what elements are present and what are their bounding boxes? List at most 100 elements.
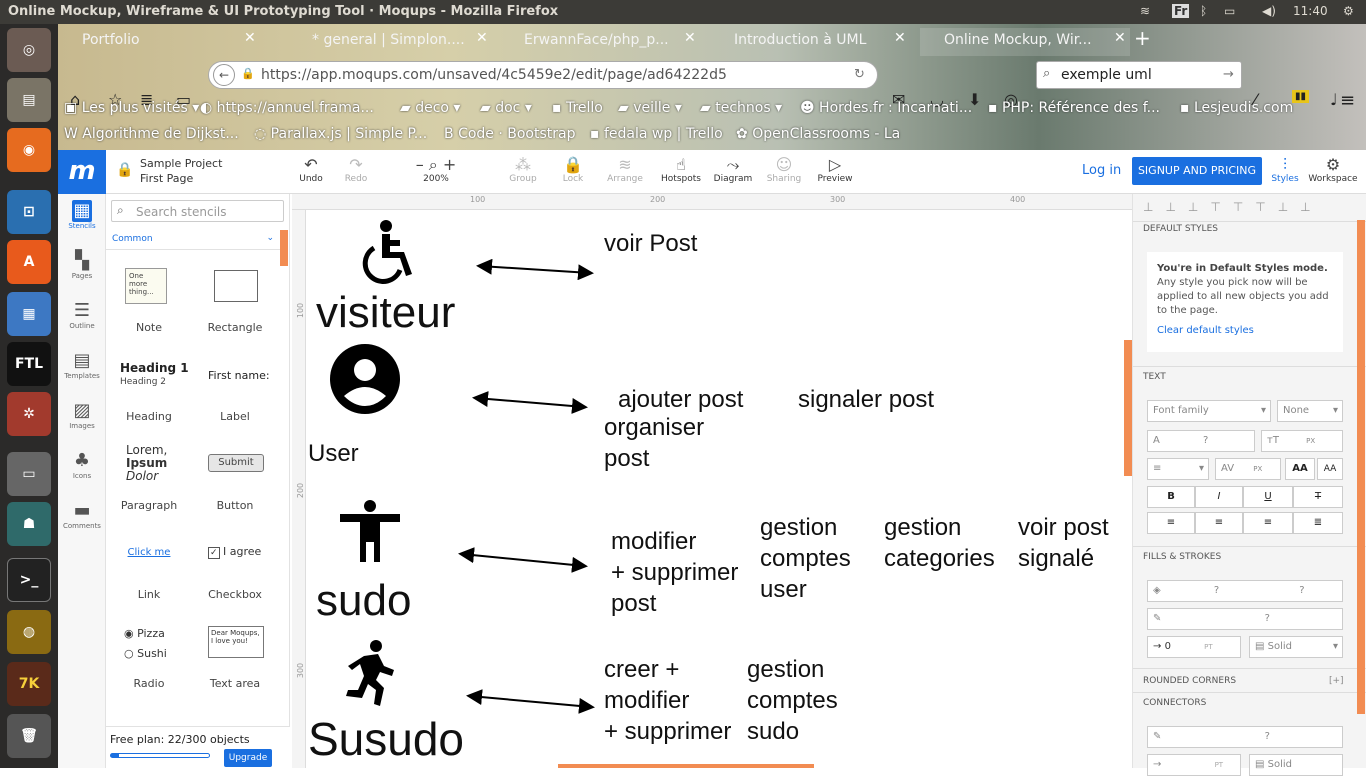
fill-color-picker[interactable]: ◈ ?? <box>1147 580 1343 602</box>
bookmark-fedala[interactable]: ▪ fedala wp | Trello <box>590 126 723 142</box>
close-icon[interactable]: ✕ <box>476 30 488 46</box>
close-icon[interactable]: ✕ <box>1114 30 1126 46</box>
actor-sudo[interactable]: sudo <box>316 576 412 625</box>
tab-simplon[interactable]: * general | Simplon.... <box>312 32 465 48</box>
line-height-select[interactable]: ≡ ▾ <box>1147 458 1209 480</box>
lock-button[interactable]: 🔒Lock <box>548 156 598 185</box>
category-select[interactable]: Common⌄ <box>106 230 280 250</box>
clock[interactable]: 11:40 <box>1293 4 1328 18</box>
planet-icon[interactable]: ◍ <box>7 610 51 654</box>
smallcaps-button[interactable]: AA <box>1317 458 1343 480</box>
mic-icon[interactable]: ♩ <box>1330 90 1338 109</box>
page-name[interactable]: First Page <box>140 172 194 185</box>
bookmark-parallax[interactable]: ◌ Parallax.js | Simple P... <box>254 126 428 142</box>
wifi-icon[interactable]: ≋ <box>1140 4 1151 18</box>
stencil-checkbox[interactable]: ✓ I agree Checkbox <box>208 545 262 601</box>
nav-outline[interactable]: ☰Outline <box>58 300 106 330</box>
nav-comments[interactable]: ▬Comments <box>58 500 106 530</box>
letter-spacing-input[interactable]: AV PX <box>1215 458 1281 480</box>
connector-width-input[interactable]: → PT <box>1147 754 1241 776</box>
star-icon[interactable]: ☆ <box>108 90 123 109</box>
stencil-textarea[interactable]: Dear Moqups, I love you! Text area <box>192 610 278 698</box>
software-center-icon[interactable]: A <box>7 240 51 284</box>
hotspots-button[interactable]: ☝Hotspots <box>656 156 706 185</box>
upgrade-button[interactable]: Upgrade <box>224 749 272 767</box>
signup-button[interactable]: SIGNUP AND PRICING <box>1132 157 1262 185</box>
align-center-icon[interactable]: ≡ <box>1195 512 1243 534</box>
scrollbar[interactable] <box>280 230 288 266</box>
search-stencils-input[interactable]: ⌕ Search stencils <box>111 200 284 222</box>
bluetooth-icon[interactable]: ᛒ <box>1200 4 1208 18</box>
stencil-rectangle[interactable]: Rectangle <box>192 254 278 342</box>
download-icon[interactable]: ⬇ <box>968 90 982 109</box>
stencil-radio[interactable]: ◉ Pizza ○ Sushi Radio <box>124 627 167 690</box>
search-bar[interactable]: ⌕ exemple uml → <box>1036 61 1242 89</box>
usecase-modifier-supprimer[interactable]: modifier + supprimer post <box>611 528 739 618</box>
redo-button[interactable]: ↷Redo <box>331 156 381 185</box>
tab-uml[interactable]: Introduction à UML <box>734 32 867 48</box>
bookmark-dijkstra[interactable]: W Algorithme de Dijkst... <box>64 126 239 142</box>
usecase-organiser-post[interactable]: organiser post <box>604 414 705 473</box>
drive-icon[interactable]: ▭ <box>7 452 51 496</box>
stencil-heading[interactable]: Heading 1 Heading 2 Heading <box>120 361 189 423</box>
connector-style-select[interactable]: ▤ Solid <box>1249 754 1343 776</box>
stencil-label[interactable]: First name: Label <box>208 369 270 423</box>
bookmark-most-visited[interactable]: ▣ Les plus visités ▾ <box>64 100 200 116</box>
stroke-style-select[interactable]: ▤ Solid▾ <box>1249 636 1343 658</box>
bookmark-openclassrooms[interactable]: ✿ OpenClassrooms - La <box>736 126 901 142</box>
app-icon-blue[interactable]: ⊡ <box>7 190 51 234</box>
mail-icon[interactable]: ✉ <box>892 90 906 109</box>
project-name[interactable]: Sample Project <box>140 157 223 170</box>
arrow-right-icon[interactable]: → <box>1223 67 1234 82</box>
new-tab-icon[interactable]: + <box>1134 26 1151 50</box>
firefox-icon[interactable]: ◉ <box>7 128 51 172</box>
usecase-voir-post-signale[interactable]: voir post signalé <box>1018 514 1109 573</box>
stencil-button[interactable]: Submit Button <box>192 432 278 520</box>
font-family-select[interactable]: Font family▾ <box>1147 400 1271 422</box>
screenshot-icon[interactable]: ◎ <box>1004 90 1018 109</box>
volume-icon[interactable]: ◀) <box>1262 4 1276 18</box>
brush-icon[interactable]: ⁄ <box>1254 90 1257 109</box>
reader-icon[interactable]: ≣ <box>140 90 154 109</box>
writer-icon[interactable]: ▦ <box>7 292 51 336</box>
folder-icon[interactable]: ▭ <box>176 90 192 109</box>
panel-scrollbar[interactable] <box>1357 220 1365 714</box>
expand-rounded-button[interactable]: [+] <box>1329 676 1344 686</box>
battery-icon[interactable]: ▭ <box>1224 4 1236 18</box>
files-icon[interactable]: ▤ <box>7 78 51 122</box>
underline-button[interactable]: U <box>1243 486 1293 508</box>
nav-stencils[interactable]: ▦Stencils <box>68 200 96 230</box>
usecase-voir-post[interactable]: voir Post <box>604 230 698 257</box>
usecase-creer-modifier-supprimer[interactable]: creer + modifier + supprimer <box>604 656 732 746</box>
back-icon[interactable]: ← <box>213 64 235 86</box>
stroke-width-input[interactable]: → 0 PT <box>1147 636 1241 658</box>
actor-user[interactable]: User <box>308 440 359 467</box>
text-color-picker[interactable]: A ? <box>1147 430 1255 452</box>
tab-github[interactable]: ErwannFace/php_p... <box>524 32 669 48</box>
ubuntu-dash-icon[interactable]: ◎ <box>7 28 51 72</box>
bold-button[interactable]: B <box>1147 486 1195 508</box>
7k-icon[interactable]: 7K <box>7 662 51 706</box>
group-button[interactable]: ⁂Group <box>498 156 548 185</box>
usecase-gestion-comptes-user[interactable]: gestion comptes user <box>760 514 851 604</box>
align-left-icon[interactable]: ≡ <box>1147 512 1195 534</box>
arrange-button[interactable]: ≋Arrange <box>600 156 650 185</box>
close-icon[interactable]: ✕ <box>684 30 696 46</box>
align-right-icon[interactable]: ≡ <box>1243 512 1293 534</box>
tab-portfolio[interactable]: Portfolio <box>82 32 140 48</box>
settings-icon[interactable]: ✲ <box>7 392 51 436</box>
home-icon[interactable]: ⌂ <box>70 90 81 109</box>
connector-color-picker[interactable]: ✎ ? <box>1147 726 1343 748</box>
diagram-button[interactable]: ⤳Diagram <box>708 156 758 185</box>
keyboard-layout[interactable]: Fr <box>1172 4 1190 18</box>
styles-button[interactable]: ⫶Styles <box>1260 156 1310 185</box>
usecase-gestion-categories[interactable]: gestion categories <box>884 514 995 573</box>
url-bar[interactable]: ← 🔒 https://app.moqups.com/unsaved/4c545… <box>208 61 878 89</box>
bookmark-bootstrap[interactable]: B Code · Bootstrap <box>444 126 576 142</box>
preview-button[interactable]: ▷Preview <box>810 156 860 185</box>
power-icon[interactable]: ⚙ <box>1343 4 1354 18</box>
stencil-paragraph[interactable]: Lorem, Ipsum Dolor Paragraph <box>120 443 178 513</box>
bookmark-php[interactable]: ▪ PHP: Référence des f... <box>988 100 1160 116</box>
zoom-control[interactable]: – ⌕ +200% <box>411 156 461 185</box>
design-canvas[interactable]: visiteur User sudo Susudo voir Post ajou… <box>306 210 1132 768</box>
